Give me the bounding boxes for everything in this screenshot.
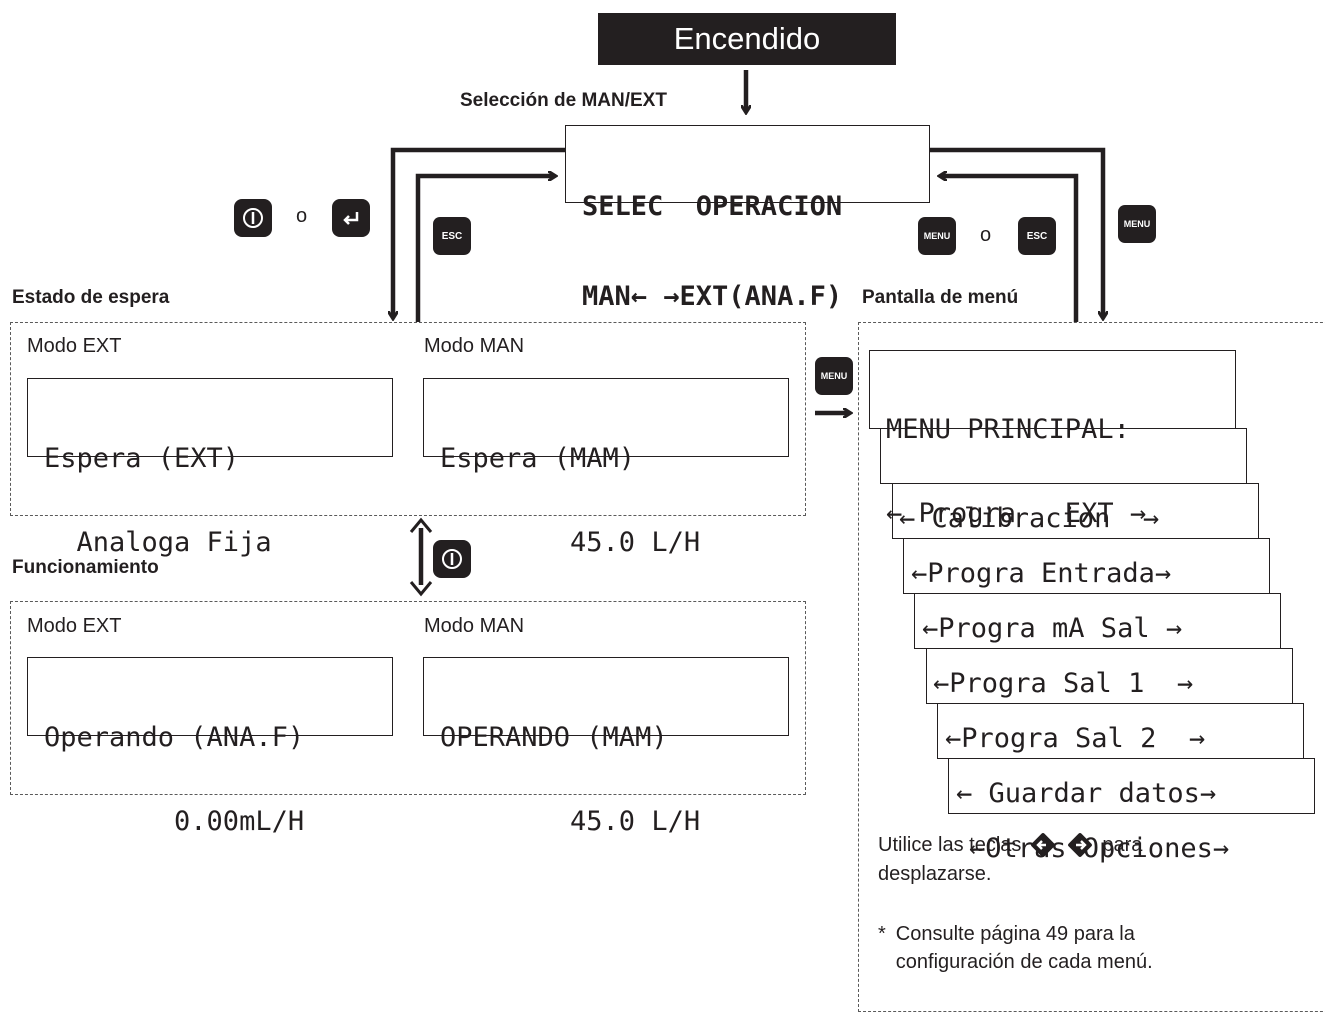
lcd-line: OPERANDO (MAM): [440, 722, 668, 753]
running-title: Funcionamiento: [12, 557, 159, 578]
standby-ext-label: Modo EXT: [27, 335, 122, 357]
esc-key-label: ESC: [1026, 230, 1048, 242]
lcd-line: MENU PRINCIPAL:: [886, 414, 1130, 445]
select-to-menu-arrow: [930, 147, 1103, 318]
selection-caption: Selección de MAN/EXT: [460, 90, 667, 111]
lcd-line: SELEC OPERACION: [582, 191, 843, 222]
menu-item[interactable]: ← Calibracion →: [880, 428, 1247, 534]
menu-item[interactable]: ←Progra Sal 1 →: [914, 593, 1281, 699]
menu-item[interactable]: ← Guardar datos→: [937, 703, 1304, 809]
menu-title: Pantalla de menú: [862, 287, 1019, 308]
enter-key-icon[interactable]: [332, 199, 370, 237]
lcd-line: 45.0 L/H: [440, 527, 701, 558]
menu-item[interactable]: ←Progra Entrada→: [892, 483, 1259, 589]
esc-key-icon[interactable]: ESC: [1018, 217, 1056, 255]
running-ext-lcd: Operando (ANA.F) 0.00mL/H: [27, 657, 393, 836]
power-on-label: Encendido: [673, 21, 821, 56]
standby-title: Estado de espera: [12, 287, 170, 308]
esc-key-icon[interactable]: ESC: [433, 217, 471, 255]
menu-key-label: MENU: [1123, 219, 1151, 229]
menu-key-label: MENU: [820, 371, 848, 381]
menu-key-label: MENU: [923, 231, 951, 241]
lcd-line: Espera (EXT): [44, 443, 240, 474]
footnote-text: configuración de cada menú.: [895, 951, 1153, 973]
scroll-note-text: desplazarse.: [878, 863, 992, 885]
menu-item-label: ←Progra Sal 2 →: [945, 723, 1206, 754]
lcd-line: MAN← →EXT(ANA.F): [582, 281, 843, 312]
menu-item-label: ←Progra Sal 1 →: [933, 668, 1194, 699]
menu-key-icon[interactable]: MENU: [918, 217, 956, 255]
menu-item[interactable]: ←Progra Sal 2 →: [926, 648, 1293, 754]
menu-key-icon[interactable]: MENU: [815, 357, 853, 395]
menu-item-label: ←Progra Entrada→: [911, 558, 1172, 589]
lcd-line: Espera (MAM): [440, 443, 636, 474]
menu-item-label: ← Guardar datos→: [956, 778, 1217, 809]
select-to-standby-arrow: [393, 147, 565, 318]
menu-item-label: ← Calibracion →: [899, 503, 1160, 534]
or-label: o: [980, 224, 992, 246]
standby-man-lcd: Espera (MAM) 45.0 L/H: [423, 378, 789, 557]
lcd-line: 45.0 L/H: [440, 806, 701, 837]
standby-to-select-arrow: [415, 176, 555, 322]
scroll-note-text: para: [1102, 834, 1143, 856]
lcd-line: ← Progra EXT →: [886, 498, 1147, 529]
footnote-text: Consulte página 49 para la: [895, 923, 1135, 945]
or-label: o: [296, 205, 308, 227]
esc-key-label: ESC: [441, 230, 463, 242]
running-panel: [10, 601, 806, 795]
standby-panel: [10, 322, 806, 516]
lcd-line: Analoga Fija: [44, 527, 272, 558]
menu-item[interactable]: ←Progra mA Sal →: [903, 538, 1270, 644]
scroll-note-text: Utilice las teclas: [878, 834, 1022, 856]
running-man-label: Modo MAN: [424, 615, 525, 637]
power-on-banner: Encendido: [598, 13, 896, 65]
footnote-star: *: [878, 923, 886, 945]
left-arrow-key-icon[interactable]: [1028, 830, 1058, 860]
power-key-icon[interactable]: [234, 199, 272, 237]
running-man-lcd: OPERANDO (MAM) 45.0 L/H: [423, 657, 789, 836]
power-key-icon[interactable]: [433, 540, 471, 578]
lcd-line: 0.00mL/H: [44, 806, 305, 837]
menu-to-select-arrow: [940, 176, 1079, 322]
main-menu-lcd[interactable]: MENU PRINCIPAL: ← Progra EXT →: [869, 350, 1236, 528]
menu-item[interactable]: ←Otras Opciones→: [948, 758, 1315, 864]
running-ext-label: Modo EXT: [27, 615, 122, 637]
standby-ext-lcd: Espera (EXT) Analoga Fija: [27, 378, 393, 557]
footnote: * Consulte página 49 para la configuraci…: [878, 920, 1153, 976]
select-operation-lcd: SELEC OPERACION MAN← →EXT(ANA.F): [565, 125, 930, 312]
lcd-line: Operando (ANA.F): [44, 722, 305, 753]
menu-key-icon[interactable]: MENU: [1118, 205, 1156, 243]
menu-item-label: ←Progra mA Sal →: [922, 613, 1183, 644]
scroll-note: Utilice las teclas para desplazarse.: [878, 830, 1142, 888]
right-arrow-key-icon[interactable]: [1065, 830, 1095, 860]
standby-man-label: Modo MAN: [424, 335, 525, 357]
